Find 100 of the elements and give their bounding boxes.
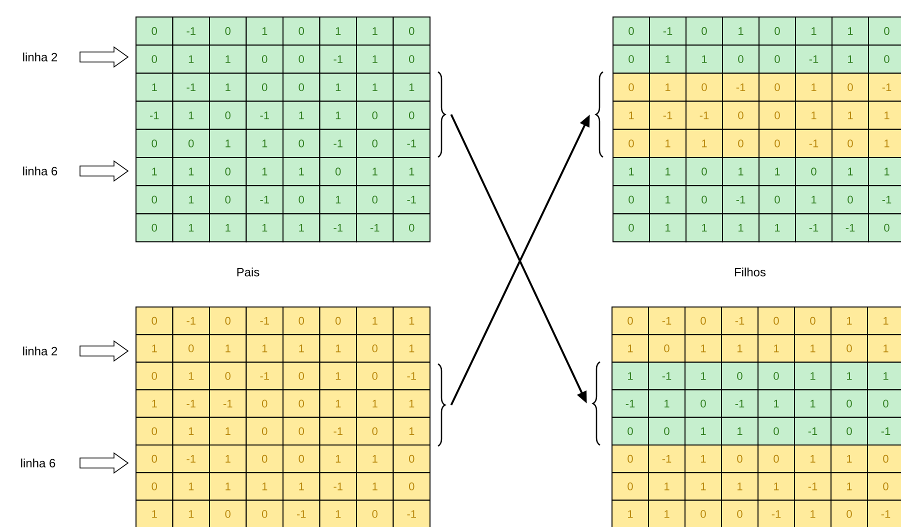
table-cell: 1 bbox=[612, 362, 649, 390]
row-label: linha 2 bbox=[23, 346, 58, 356]
table-cell: 0 bbox=[758, 72, 796, 102]
table-cell: 1 bbox=[172, 362, 210, 390]
table-cell: 1 bbox=[832, 157, 870, 186]
table-cell: 1 bbox=[794, 444, 832, 474]
table-cell: -1 bbox=[246, 306, 284, 336]
table-cell: -1 bbox=[722, 72, 760, 102]
table-cell: 1 bbox=[868, 157, 901, 186]
table-cell: 1 bbox=[832, 100, 870, 130]
table-cell: 1 bbox=[246, 472, 284, 501]
table-cell: 1 bbox=[830, 472, 868, 501]
table-cell: 0 bbox=[136, 213, 174, 242]
table-cell: 1 bbox=[136, 389, 174, 418]
table-cell: 0 bbox=[612, 44, 650, 74]
table-cell: -1 bbox=[795, 213, 833, 242]
table-cell: 0 bbox=[758, 16, 796, 46]
row-label: linha 6 bbox=[21, 458, 56, 468]
table-cell: 1 bbox=[319, 185, 357, 214]
table-cell: -1 bbox=[721, 389, 759, 418]
table-cell: 0 bbox=[209, 362, 247, 390]
table-cell: 1 bbox=[794, 362, 832, 390]
table-cell: -1 bbox=[612, 389, 649, 418]
table-cell: 1 bbox=[758, 389, 796, 418]
table-cell: 1 bbox=[795, 16, 833, 46]
table-cell: 0 bbox=[209, 500, 247, 527]
table-cell: -1 bbox=[392, 362, 430, 390]
brace bbox=[438, 363, 446, 447]
table-cell: 0 bbox=[721, 362, 759, 390]
table-cell: 0 bbox=[209, 157, 247, 186]
table-cell: 1 bbox=[684, 472, 722, 501]
table-cell: 1 bbox=[356, 72, 394, 102]
table-cell: 1 bbox=[867, 306, 901, 336]
table-cell: 0 bbox=[612, 213, 650, 242]
table-cell: 0 bbox=[832, 128, 870, 158]
table-cell: 1 bbox=[721, 472, 759, 501]
table-cell: 0 bbox=[209, 185, 247, 214]
table-cell: -1 bbox=[172, 444, 210, 474]
table-cell: 1 bbox=[136, 334, 174, 363]
table-cell: 0 bbox=[612, 306, 649, 336]
table-cell: 0 bbox=[795, 157, 833, 186]
table-cell: 0 bbox=[246, 44, 284, 74]
group-label: Pais bbox=[237, 268, 260, 276]
table-cell: 1 bbox=[722, 16, 760, 46]
table-cell: 1 bbox=[684, 444, 722, 474]
table-cell: 1 bbox=[172, 100, 210, 130]
table-cell: 0 bbox=[722, 128, 760, 158]
table-cell: 1 bbox=[172, 416, 210, 446]
brace bbox=[438, 71, 446, 158]
table-cell: 1 bbox=[356, 306, 394, 336]
table-cell: 0 bbox=[868, 16, 901, 46]
table-cell: 0 bbox=[392, 100, 430, 130]
table-cell: 0 bbox=[686, 185, 723, 214]
table-cell: 0 bbox=[136, 362, 174, 390]
table-cell: 0 bbox=[758, 306, 796, 336]
table-cell: 0 bbox=[686, 72, 723, 102]
table-cell: -1 bbox=[794, 472, 832, 501]
table-cell: 1 bbox=[758, 334, 796, 363]
table-cell: 0 bbox=[209, 306, 247, 336]
table-cell: -1 bbox=[721, 306, 759, 336]
table-cell: 0 bbox=[758, 100, 796, 130]
table-cell: 0 bbox=[246, 389, 284, 418]
table-cell: 1 bbox=[868, 100, 901, 130]
table-cell: 1 bbox=[758, 213, 796, 242]
table-cell: 0 bbox=[282, 16, 320, 46]
table-cell: 1 bbox=[867, 334, 901, 363]
table-cell: 0 bbox=[319, 306, 357, 336]
table-cell: 1 bbox=[319, 100, 357, 130]
table-cell: 1 bbox=[794, 389, 832, 418]
table-cell: 1 bbox=[246, 16, 284, 46]
table-cell: 0 bbox=[612, 16, 650, 46]
table-cell: 0 bbox=[868, 44, 901, 74]
table-cell: 0 bbox=[758, 44, 796, 74]
table-cell: 1 bbox=[722, 157, 760, 186]
table-cell: -1 bbox=[319, 472, 357, 501]
table-cell: -1 bbox=[794, 416, 832, 446]
row-label: linha 2 bbox=[23, 52, 58, 62]
table-cell: 1 bbox=[172, 500, 210, 527]
table-cell: -1 bbox=[795, 44, 833, 74]
table-cell: -1 bbox=[319, 213, 357, 242]
table-cell: 0 bbox=[648, 416, 686, 446]
table-cell: 0 bbox=[721, 444, 759, 474]
table-cell: 1 bbox=[136, 72, 174, 102]
row-label: linha 6 bbox=[23, 166, 58, 176]
table-cell: 1 bbox=[868, 128, 901, 158]
table-cell: 0 bbox=[356, 100, 394, 130]
table-cell: 1 bbox=[282, 100, 320, 130]
table-cell: 0 bbox=[282, 128, 320, 158]
table-cell: 1 bbox=[722, 213, 760, 242]
table-cell: 1 bbox=[356, 472, 394, 501]
table-cell: 1 bbox=[794, 500, 832, 527]
table-cell: -1 bbox=[282, 500, 320, 527]
table-cell: 0 bbox=[246, 416, 284, 446]
table-cell: 1 bbox=[172, 213, 210, 242]
table-cell: 1 bbox=[867, 362, 901, 390]
table-cell: 0 bbox=[246, 500, 284, 527]
table-cell: -1 bbox=[392, 128, 430, 158]
table-cell: 1 bbox=[649, 213, 686, 242]
table-cell: 1 bbox=[795, 185, 833, 214]
table-cell: -1 bbox=[648, 306, 686, 336]
